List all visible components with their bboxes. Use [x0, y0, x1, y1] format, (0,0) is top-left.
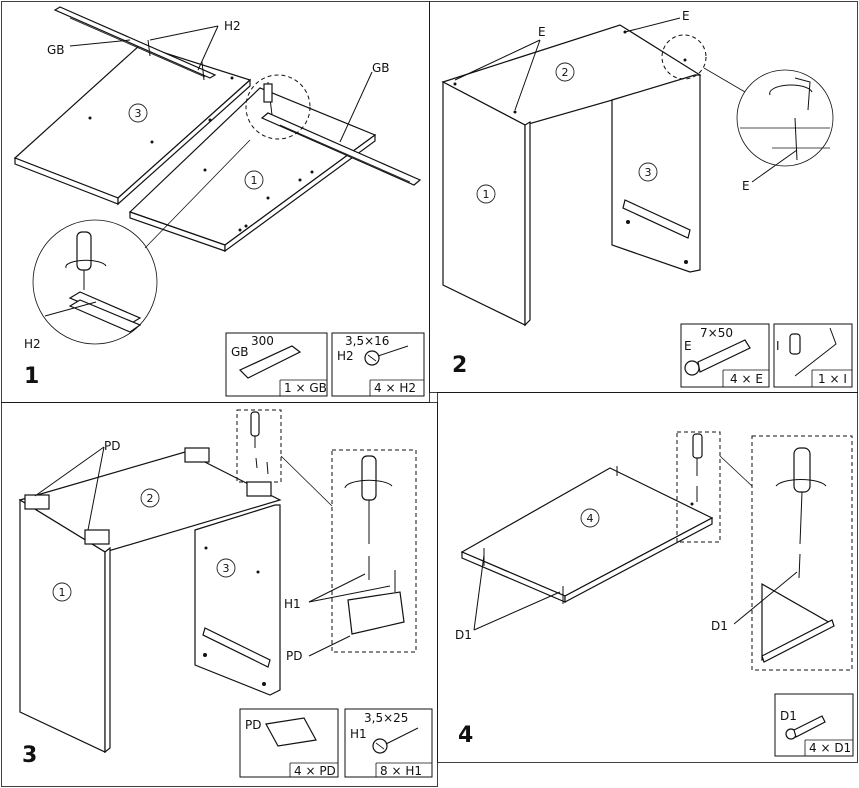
svg-text:1: 1: [483, 188, 490, 201]
step-2-panel: 2 1 3 E E E 2 7×50 E 4 × E I 1 × I: [441, 9, 853, 388]
svg-text:1: 1: [251, 174, 258, 187]
svg-text:D1: D1: [780, 709, 797, 723]
hardware-box-i: [773, 323, 853, 388]
svg-text:4 × H2: 4 × H2: [374, 381, 416, 395]
side-panel-1: [442, 81, 526, 326]
svg-text:3: 3: [223, 562, 230, 575]
screw-icon: [364, 345, 409, 366]
label-h1: H1: [284, 597, 301, 611]
svg-text:1: 1: [59, 586, 66, 599]
bracket-pd-zoom: [347, 591, 405, 635]
bracket-pd: [246, 481, 272, 497]
bracket-pd: [84, 529, 110, 545]
part-number-1: 1: [52, 582, 72, 602]
step-1-panel: 3 1 GB H2 GB H2 1 GB 300 1 × GB 3,5×16 H…: [13, 6, 425, 397]
step-4-frame: [437, 392, 858, 763]
step-number: 2: [452, 353, 467, 378]
bracket-pd: [184, 447, 210, 463]
part-number-1: 1: [244, 170, 264, 190]
label-e-zoom: E: [742, 179, 750, 193]
svg-text:PD: PD: [245, 718, 261, 732]
svg-text:4 × E: 4 × E: [730, 372, 763, 386]
svg-text:GB: GB: [231, 345, 249, 359]
label-e-right: E: [682, 9, 690, 23]
screwdriver-icon: [793, 447, 811, 493]
plastic-bracket-icon: [265, 717, 317, 747]
detail-circle-e: [736, 69, 834, 167]
label-gb: GB: [47, 43, 65, 57]
part-number-2: 2: [140, 488, 160, 508]
svg-text:3: 3: [645, 166, 652, 179]
label-h2-zoom: H2: [24, 337, 41, 351]
screwdriver-icon: [250, 411, 260, 437]
svg-text:I: I: [776, 339, 780, 353]
svg-text:4 × D1: 4 × D1: [809, 741, 851, 755]
hex-key-icon: [794, 327, 837, 377]
part-number-1: 1: [476, 184, 496, 204]
svg-text:3: 3: [135, 107, 142, 120]
step-number: 4: [458, 723, 473, 748]
screw-icon: [372, 727, 419, 754]
screwdriver-icon: [361, 455, 377, 501]
svg-text:E: E: [684, 339, 692, 353]
part-number-4: 4: [580, 508, 600, 528]
bracket-pd: [24, 494, 50, 510]
label-pd-zoom: PD: [286, 649, 302, 663]
detail-box-dowel: [751, 435, 853, 671]
label-h2-top: H2: [224, 19, 241, 33]
svg-text:1 × GB: 1 × GB: [284, 381, 327, 395]
label-d1-right: D1: [711, 619, 728, 633]
screwdriver-icon: [76, 231, 92, 271]
detail-box-bracket: [331, 449, 417, 653]
drawer-slide-icon: [238, 345, 302, 379]
screwdriver-icon: [692, 433, 703, 459]
hex-key-detail: [794, 77, 811, 111]
detail-circle-small: [661, 34, 707, 80]
step-number: 3: [22, 743, 37, 768]
detail-box-screwdriver: [236, 409, 282, 483]
step-number: 1: [24, 364, 39, 389]
step-3-panel: 2 1 3 PD H1 PD 3 PD 4 × PD 3,5×25 H1 8 ×…: [18, 409, 433, 778]
drawer-slide-bottom: [260, 112, 422, 186]
hardware-box-h2: [331, 332, 425, 397]
svg-text:H2: H2: [337, 349, 354, 363]
svg-text:4 × PD: 4 × PD: [294, 764, 336, 778]
drawer-slide-top: [53, 6, 217, 79]
svg-text:8 × H1: 8 × H1: [380, 764, 422, 778]
label-e-left: E: [538, 25, 546, 39]
confirmat-screw-icon: [684, 339, 751, 376]
svg-text:H1: H1: [350, 727, 367, 741]
svg-text:7×50: 7×50: [700, 326, 733, 340]
svg-text:2: 2: [147, 492, 154, 505]
svg-text:3,5×16: 3,5×16: [345, 334, 389, 348]
label-d1-left: D1: [455, 628, 472, 642]
label-pd: PD: [104, 439, 120, 453]
shelf-panel-4: [460, 467, 714, 597]
hardware-box-gb: [225, 332, 328, 397]
part-number-3: 3: [128, 103, 148, 123]
detail-circle-zoom: [32, 219, 158, 345]
part-number-3: 3: [216, 558, 236, 578]
svg-text:1 × I: 1 × I: [818, 372, 847, 386]
detail-box-screwdriver: [676, 431, 721, 543]
svg-text:300: 300: [251, 334, 274, 348]
step-4-panel: 4 D1 D1 4 D1 4 × D1: [455, 431, 854, 757]
part-number-3: 3: [638, 162, 658, 182]
part-number-2: 2: [555, 62, 575, 82]
svg-text:2: 2: [562, 66, 569, 79]
svg-text:4: 4: [587, 512, 594, 525]
svg-text:3,5×25: 3,5×25: [364, 711, 408, 725]
detail-circle-top: [245, 74, 311, 140]
wood-dowel-icon: [785, 715, 826, 740]
label-gb-right: GB: [372, 61, 390, 75]
